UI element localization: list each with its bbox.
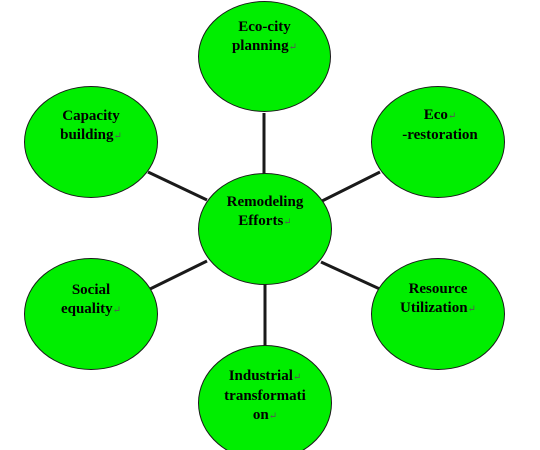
resource-line-1: Resource [408,281,468,297]
paragraph-mark-icon: ↵ [288,42,298,53]
industrial-line-3: on [252,407,269,423]
node-resource-utilization-label: Resource Utilization↵ [371,280,505,319]
connector-resource-utilization [320,260,383,292]
node-social-equality-label: Social equality↵ [24,281,158,320]
node-social-equality [24,258,158,370]
eco-restoration-line-2: -restoration [402,127,478,143]
paragraph-mark-icon: ↵ [112,305,122,316]
connector-capacity-building [147,170,208,202]
industrial-line-1: Industrial [228,368,293,384]
node-eco-restoration-label: Eco↵ -restoration [373,106,507,145]
center-line-2: Efforts [238,213,284,229]
center-line-1: Remodeling [226,194,304,210]
paragraph-mark-icon: ↵ [467,304,476,315]
paragraph-mark-icon: ↵ [292,372,302,383]
paragraph-mark-icon: ↵ [447,111,457,122]
center-node-remodeling-efforts [198,173,332,285]
node-resource-utilization [371,258,505,370]
social-line-1: Social [71,282,111,298]
eco-city-line-2: planning [231,38,289,54]
node-industrial-transformation-label: Industrial↵ transformati on↵ [198,367,332,426]
eco-city-line-1: Eco-city [238,19,291,35]
paragraph-mark-icon: ↵ [113,131,122,142]
connector-eco-restoration [319,170,381,204]
node-eco-city-planning-label: Eco-city planning↵ [198,18,331,57]
node-capacity-building-label: Capacity building↵ [24,107,158,146]
connector-social-equality [147,259,208,292]
paragraph-mark-icon: ↵ [268,411,278,422]
center-node-label: Remodeling Efforts↵ [198,193,332,232]
node-industrial-transformation [198,345,332,450]
industrial-line-2: transformati [224,388,306,404]
node-eco-restoration [371,86,505,198]
paragraph-mark-icon: ↵ [283,217,292,228]
eco-restoration-line-1: Eco [423,107,448,123]
capacity-line-1: Capacity [62,108,120,124]
node-capacity-building [24,86,158,198]
social-line-2: equality [60,301,113,317]
capacity-line-2: building [60,127,114,143]
node-eco-city-planning [198,1,331,112]
resource-line-2: Utilization [400,300,468,316]
